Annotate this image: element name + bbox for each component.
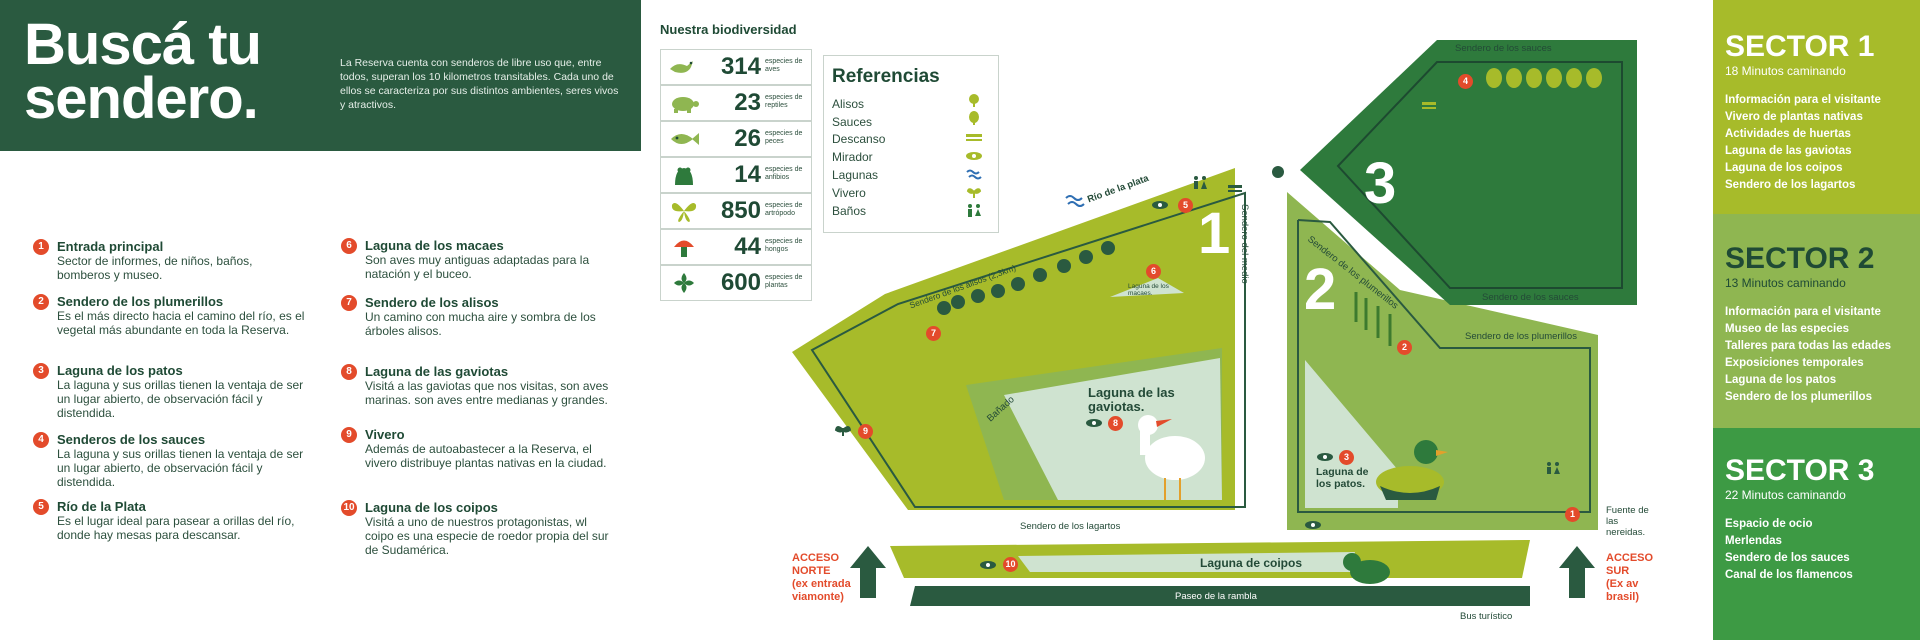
- alder-trees: [937, 241, 1115, 315]
- map-point-7[interactable]: 7: [926, 326, 941, 341]
- ref-item-lagunas: Lagunas: [832, 168, 879, 182]
- sector-1-panel: [1713, 0, 1920, 214]
- map-point-1[interactable]: 1: [1565, 507, 1580, 522]
- ref-item-sauces: Sauces: [832, 115, 873, 129]
- map-sector-2-number: 2: [1304, 257, 1337, 322]
- sector-1-info[interactable]: SECTOR 1 18 Minutos caminando Informació…: [1725, 30, 1881, 192]
- bus-label: Bus turístico: [1460, 611, 1513, 622]
- leaf-icon: [674, 273, 694, 293]
- willow-trees: [1486, 68, 1602, 88]
- ref-item-mirador: Mirador: [832, 150, 873, 164]
- references-box: [823, 55, 999, 233]
- coypu-illustration: [1343, 553, 1390, 584]
- ref-item-vivero: Vivero: [832, 186, 866, 200]
- eye-icon: [966, 152, 982, 160]
- mushroom-icon: [674, 240, 694, 257]
- butterfly-icon: [671, 203, 697, 222]
- access-north-label[interactable]: ACCESO NORTE (ex entrada viamonte): [792, 552, 851, 603]
- bird-icon: [670, 61, 693, 73]
- access-south-label[interactable]: ACCESO SUR (Ex av brasil): [1606, 552, 1654, 603]
- sendero-sauces-path: [1336, 61, 1623, 289]
- restroom-icon: [968, 204, 981, 217]
- map-point-8[interactable]: 8: [1108, 416, 1123, 431]
- lagoon-label-gaviotas: Laguna de las gaviotas.: [1088, 385, 1175, 414]
- frog-icon: [675, 167, 693, 185]
- trail-label-sauces-bottom: Sendero de los sauces: [1482, 292, 1579, 303]
- patos-lagoon: [1305, 360, 1398, 508]
- norte-arrow-shaft: [860, 566, 876, 598]
- paseo-rambla: [910, 586, 1530, 606]
- water-icon: [966, 169, 982, 180]
- coipos-lagoon: [1018, 552, 1355, 572]
- trail-label-plumerillos: Sendero de los plumerillos: [1465, 331, 1577, 342]
- map-point-9[interactable]: 9: [858, 424, 873, 439]
- ref-item-descanso: Descanso: [832, 132, 886, 146]
- sendero-alisos-path: [810, 191, 1246, 508]
- sector-3-info[interactable]: SECTOR 3 22 Minutos caminando Espacio de…: [1725, 454, 1875, 582]
- fountain-label: Fuente de las nereidas.: [1606, 505, 1649, 538]
- map-point-2[interactable]: 2: [1397, 340, 1412, 355]
- turtle-icon: [672, 97, 699, 113]
- alder-tree-icon: [969, 94, 979, 107]
- sendero-plumerillos-path: [1297, 219, 1591, 513]
- header-banner: [0, 0, 641, 151]
- nursery-sprout-icon: [834, 426, 852, 436]
- trail-label-lagartos: Sendero de los lagartos: [1020, 521, 1121, 532]
- map-point-10[interactable]: 10: [1003, 557, 1018, 572]
- macaes-lagoon: [1110, 278, 1184, 297]
- map-point-3[interactable]: 3: [1339, 450, 1354, 465]
- seagull-illustration: [1138, 415, 1205, 500]
- ref-item-alisos: Alisos: [832, 97, 865, 111]
- map-sector-3-number: 3: [1364, 151, 1397, 216]
- restroom-map-icons: [1194, 176, 1560, 474]
- intro-text: La Reserva cuenta con senderos de libre …: [340, 57, 619, 111]
- norte-arrow-icon: [850, 546, 886, 568]
- duck-illustration: [1376, 440, 1448, 500]
- river-wave-icon: [1065, 195, 1085, 207]
- biodiversity-title: Nuestra biodiversidad: [660, 22, 797, 37]
- trail-label-sauces-top: Sendero de los sauces: [1455, 43, 1552, 54]
- sur-arrow-shaft: [1569, 566, 1585, 598]
- references-title: Referencias: [832, 66, 940, 87]
- page-title: Buscá tu sendero.: [24, 12, 262, 131]
- bench-icon: [966, 134, 982, 141]
- map-sector-1-number: 1: [1198, 201, 1231, 266]
- sector-3-area[interactable]: [1300, 40, 1637, 305]
- plumerillo-plants: [1354, 292, 1392, 346]
- sector-2-panel: [1713, 214, 1920, 428]
- fish-icon: [671, 133, 699, 145]
- viewpoint-icons: [980, 201, 1333, 569]
- bench-icons: [1087, 102, 1436, 302]
- sprout-icon: [966, 188, 982, 198]
- lagoon-label-macaes: Laguna de los macaes.: [1128, 283, 1169, 297]
- sector-3-panel: [1713, 428, 1920, 640]
- sur-arrow-icon: [1559, 546, 1595, 568]
- ref-item-banos: Baños: [832, 204, 867, 218]
- lagoon-label-patos: Laguna de los patos.: [1316, 466, 1369, 490]
- reserve-map: [792, 40, 1637, 606]
- map-point-5[interactable]: 5: [1178, 198, 1193, 213]
- map-point-6[interactable]: 6: [1146, 264, 1161, 279]
- rio-marker: [1272, 166, 1284, 178]
- lagoon-label-coipos: Laguna de coipos: [1200, 556, 1303, 570]
- sector-2-info[interactable]: SECTOR 2 13 Minutos caminando Informació…: [1725, 242, 1891, 404]
- map-point-4[interactable]: 4: [1458, 74, 1473, 89]
- willow-tree-icon: [969, 111, 979, 125]
- trail-label-medio: Sendero del medio: [1239, 204, 1250, 284]
- paseo-label: Paseo de la rambla: [1175, 591, 1257, 602]
